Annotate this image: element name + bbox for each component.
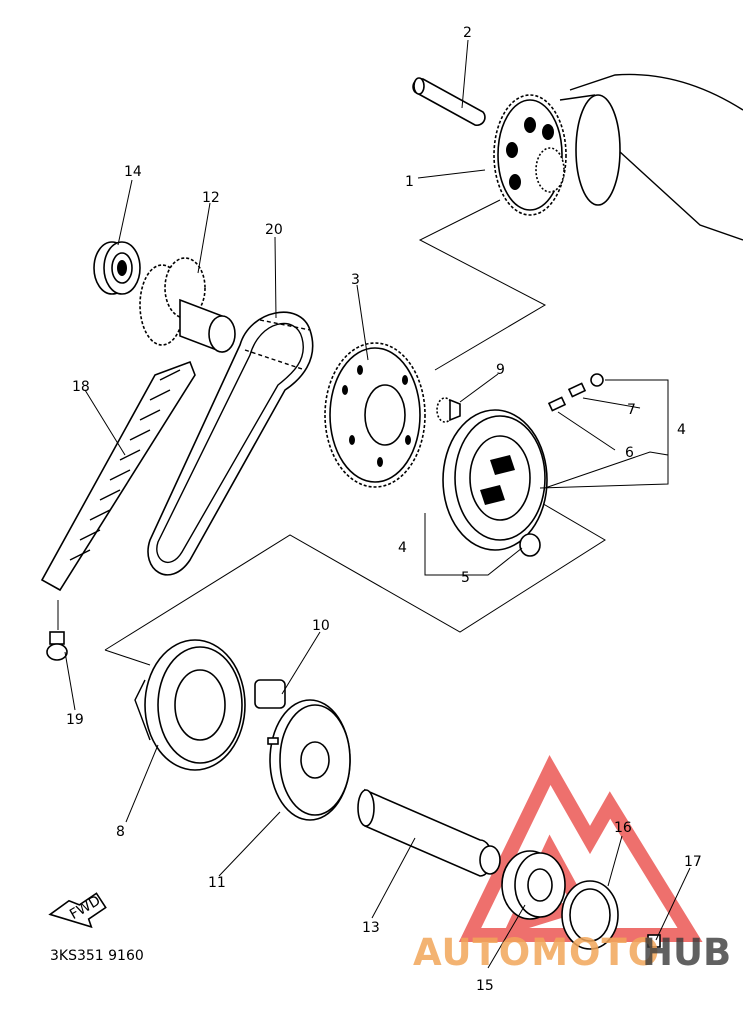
chain-guide-part-18	[40, 360, 196, 592]
gear-part-10	[254, 679, 286, 709]
bearing-part-15	[501, 850, 566, 920]
label-part-4-right: 4	[677, 422, 686, 438]
guide-lines	[104, 199, 606, 666]
label-part-3: 3	[351, 272, 360, 288]
starter-clutch-part-4	[442, 409, 548, 551]
label-part-1: 1	[405, 174, 414, 190]
gear-part-1	[493, 94, 567, 216]
pinion-part-9	[436, 397, 461, 423]
fwd-arrow: FWD	[48, 892, 107, 929]
label-part-8: 8	[116, 824, 125, 840]
label-part-20: 20	[265, 222, 283, 238]
bolt-part-19	[46, 631, 68, 661]
gear-part-3	[324, 342, 426, 488]
label-part-13: 13	[362, 920, 380, 936]
watermark-hub: HUB	[642, 931, 731, 974]
spring-part-6	[547, 396, 567, 412]
sprocket-part-12	[139, 257, 236, 353]
label-part-5: 5	[461, 570, 470, 586]
watermark-text: AUTOMOTO HUB	[413, 931, 731, 974]
bearing-part-14	[93, 241, 141, 295]
label-part-9: 9	[496, 362, 505, 378]
pin-part-2	[412, 77, 486, 127]
label-part-7: 7	[627, 402, 636, 418]
clutch-housing-part-8	[134, 639, 246, 771]
roller-part-5	[519, 533, 541, 557]
label-part-4-left: 4	[398, 540, 407, 556]
label-part-18: 18	[72, 379, 90, 395]
plunger-part-7	[567, 373, 604, 398]
label-part-10: 10	[312, 618, 330, 634]
watermark-automoto: AUTOMOTO	[413, 931, 660, 974]
disc-part-11	[267, 699, 351, 821]
drawing-code: 3KS351 9160	[50, 948, 144, 964]
label-part-19: 19	[66, 712, 84, 728]
label-part-11: 11	[208, 875, 226, 891]
label-part-2: 2	[463, 25, 472, 41]
label-part-6: 6	[625, 445, 634, 461]
shaft-part-13	[357, 788, 501, 877]
leader-lines	[57, 39, 691, 969]
plate-part-16	[561, 880, 619, 950]
label-part-16: 16	[614, 820, 632, 836]
label-part-15: 15	[476, 978, 494, 994]
label-part-12: 12	[202, 190, 220, 206]
label-part-14: 14	[124, 164, 142, 180]
part-labels: 2 1 3 20 12 14 18 9 7 4 6 4 5 10 19 8 11…	[66, 25, 702, 994]
label-part-17: 17	[684, 854, 702, 870]
chain-part-20	[147, 311, 314, 576]
crankshaft-housing	[559, 73, 743, 241]
